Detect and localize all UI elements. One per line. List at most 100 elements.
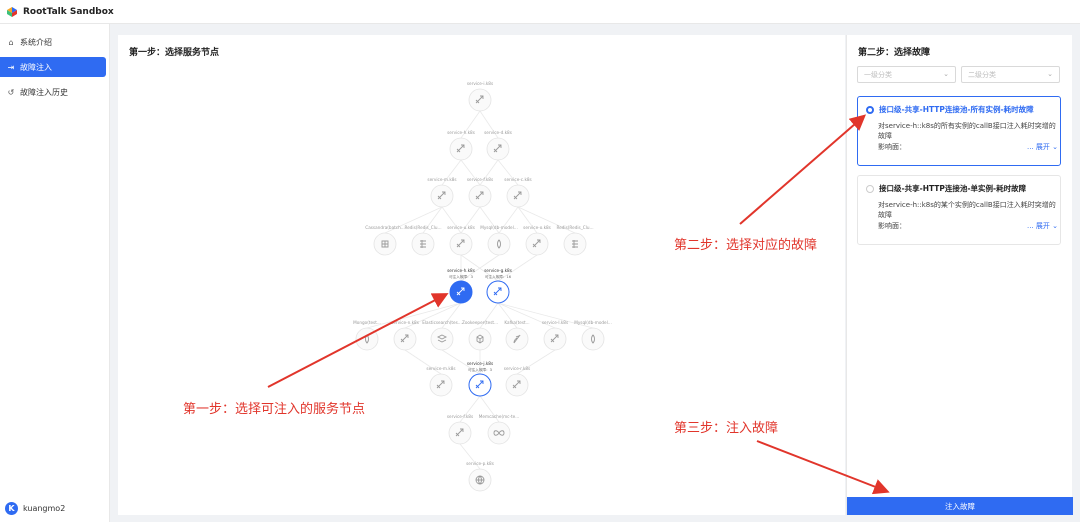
graph-node[interactable]: service-n.k8s — [391, 320, 419, 351]
category-level2-select[interactable]: 二级分类 ⌄ — [961, 66, 1060, 83]
graph-node[interactable]: Redis(Redis_Clu... — [404, 225, 442, 256]
graph-node[interactable]: Kafka(test... — [504, 320, 530, 351]
graph-edge — [460, 159, 481, 186]
expand-link[interactable]: ... 展开 ⌄ — [1026, 143, 1058, 151]
node-circle[interactable] — [486, 137, 510, 161]
graph-edge — [441, 349, 481, 375]
sidebar-item-history[interactable]: ↺ 故障注入历史 — [0, 82, 106, 102]
node-circle[interactable] — [430, 184, 454, 208]
graph-node[interactable]: Elasticsearch(tes... — [422, 320, 462, 351]
graph-edge — [497, 302, 518, 329]
node-circle[interactable] — [543, 327, 567, 351]
expand-label: 展开 — [1035, 222, 1050, 230]
node-circle[interactable] — [505, 373, 529, 397]
graph-edge — [459, 395, 481, 423]
node-fault-count: 可注入故障：3 — [468, 367, 492, 372]
graph-edge — [384, 206, 443, 234]
graph-node[interactable]: Mongo(test... — [353, 320, 381, 351]
rocket-icon — [456, 287, 465, 296]
graph-node[interactable]: service-f.k8s — [467, 177, 493, 208]
graph-node[interactable]: service-o.k8s — [523, 225, 551, 256]
graph-node[interactable]: service-l.k8s — [542, 320, 568, 351]
sidebar-item-intro[interactable]: ⌂ 系统介绍 — [0, 32, 106, 52]
fault-option[interactable]: 接口级-共享-HTTP连接池-所有实例-耗时故障 对service-h::k8s… — [857, 96, 1061, 166]
sidebar-item-label: 系统介绍 — [20, 37, 52, 47]
graph-node[interactable]: service-i.k8s — [467, 81, 493, 112]
graph-node[interactable]: service-m.k8s — [426, 366, 456, 397]
expand-link[interactable]: ... 展开 ⌄ — [1026, 222, 1058, 230]
graph-node[interactable]: service-h.k8s — [447, 130, 475, 161]
graph-panel-title: 第一步：选择服务节点 — [129, 48, 220, 58]
graph-node[interactable]: service-p.k8s — [466, 461, 494, 492]
graph-node[interactable]: service-r.k8s — [504, 366, 530, 397]
fault-title: 接口级-共享-HTTP连接池-单实例-耗时故障 — [879, 184, 1027, 193]
node-circle[interactable] — [449, 137, 473, 161]
inject-icon: ⇥ — [7, 62, 15, 72]
graph-node[interactable]: service-m.k8s — [427, 177, 457, 208]
graph-node[interactable]: Memcache(mc-te... — [479, 414, 519, 445]
user-profile[interactable]: K kuangmo2 — [5, 502, 65, 515]
node-circle[interactable] — [486, 280, 510, 304]
category-level1-select[interactable]: 一级分类 ⌄ — [857, 66, 956, 83]
node-circle[interactable] — [393, 327, 417, 351]
graph-edge — [479, 110, 499, 139]
node-circle[interactable] — [506, 184, 530, 208]
fault-panel: 第二步：选择故障 一级分类 ⌄ 二级分类 ⌄ 接口级-共享-HTTP连接池-所有… — [846, 35, 1073, 515]
graph-node[interactable]: service-d.k8s — [484, 130, 512, 161]
rocket-icon — [456, 144, 465, 153]
graph-edge — [460, 110, 481, 139]
rocket-icon — [456, 239, 465, 248]
graph-edge — [479, 159, 499, 186]
app-logo-icon — [7, 6, 17, 17]
fault-description: 对service-h::k8s的某个实例的callB接口注入耗时突增的故障 — [878, 201, 1056, 219]
node-circle[interactable] — [449, 280, 473, 304]
fault-option[interactable]: 接口级-共享-HTTP连接池-单实例-耗时故障 对service-h::k8s的… — [857, 175, 1061, 245]
database-icon — [381, 240, 389, 248]
node-label: service-f.k8s — [467, 177, 493, 182]
node-circle[interactable] — [429, 373, 453, 397]
node-fault-count: 可注入故障：3 — [449, 274, 473, 279]
sidebar: ⌂ 系统介绍 ⇥ 故障注入 ↺ 故障注入历史 K kuangmo2 — [0, 24, 110, 522]
node-circle[interactable] — [468, 373, 492, 397]
cache-icon — [420, 240, 426, 248]
node-circle[interactable] — [355, 327, 379, 351]
infinity-icon — [493, 430, 505, 436]
node-label: Mysql(db-model... — [574, 320, 612, 325]
graph-node[interactable]: Redis(Redis_Clu... — [556, 225, 594, 256]
graph-edge — [459, 443, 481, 470]
feather-icon — [513, 334, 521, 344]
node-circle[interactable] — [487, 232, 511, 256]
node-label: Redis(Redis_Clu... — [404, 225, 441, 230]
sidebar-item-fault-injection[interactable]: ⇥ 故障注入 — [0, 57, 106, 77]
graph-node[interactable]: service-u.k8s — [447, 225, 475, 256]
node-circle[interactable] — [449, 232, 473, 256]
node-circle[interactable] — [581, 327, 605, 351]
radio-selected-icon[interactable] — [866, 105, 874, 114]
graph-edge — [517, 206, 538, 234]
graph-edge — [422, 206, 443, 234]
avatar: K — [5, 502, 18, 515]
graph-node[interactable]: service-c.k8s — [504, 177, 532, 208]
node-circle[interactable] — [448, 421, 472, 445]
radio-unselected-icon[interactable] — [866, 184, 874, 193]
node-circle[interactable] — [525, 232, 549, 256]
graph-node[interactable]: Zookeeper(test... — [462, 320, 498, 351]
node-circle[interactable] — [468, 184, 492, 208]
node-label: service-n.k8s — [391, 320, 419, 325]
graph-node[interactable]: Mysql(db-model... — [574, 320, 612, 351]
node-circle[interactable] — [468, 88, 492, 112]
graph-edge — [517, 206, 576, 234]
graph-node[interactable]: Mysql(db-model... — [480, 225, 518, 256]
graph-node[interactable]: Cassandra(batch... — [365, 225, 405, 256]
graph-edge — [497, 254, 538, 282]
select-placeholder: 二级分类 — [968, 70, 996, 79]
node-label: Kafka(test... — [504, 320, 529, 325]
graph-node[interactable]: service-f.k8s — [447, 414, 473, 445]
node-label: service-o.k8s — [523, 225, 551, 230]
chevron-down-icon: ⌄ — [1047, 70, 1053, 78]
inject-fault-button[interactable]: 注入故障 — [847, 497, 1073, 515]
rocket-icon — [493, 287, 502, 296]
